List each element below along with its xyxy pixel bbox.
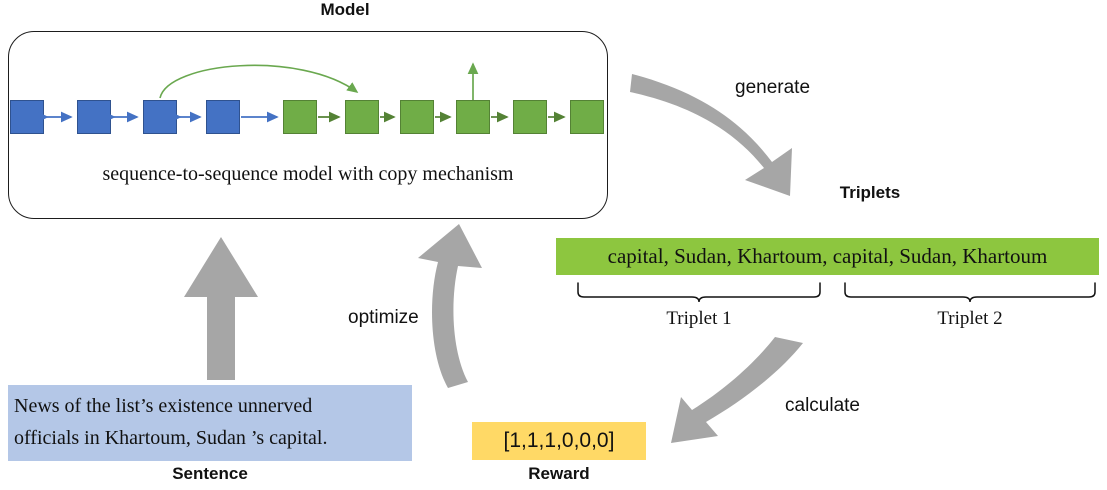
- triplets-bar: [556, 238, 1099, 275]
- encoder-cell-3: [143, 100, 177, 134]
- sentence-input-arrow-icon: [184, 237, 258, 380]
- decoder-cell-2: [345, 100, 379, 134]
- generate-label: generate: [735, 77, 811, 98]
- decoder-cell-5: [513, 100, 547, 134]
- sentence-line-2: officials in Khartoum, Sudan ’s capital.: [14, 427, 328, 449]
- sentence-text: News of the list’s existence unnerved of…: [14, 390, 408, 454]
- optimize-label: optimize: [348, 307, 419, 328]
- triplet-2-brace-icon: [844, 282, 1096, 303]
- triplets-title: Triplets: [839, 183, 901, 202]
- decoder-cell-6: [570, 100, 604, 134]
- sentence-line-1: News of the list’s existence unnerved: [14, 395, 313, 417]
- model-caption: sequence-to-sequence model with copy mec…: [102, 163, 514, 185]
- decoder-cell-3: [400, 100, 434, 134]
- sentence-box: [8, 385, 412, 461]
- encoder-cell-2: [77, 100, 111, 134]
- calculate-arrow-icon: [671, 337, 803, 443]
- decoder-cell-1: [283, 100, 317, 134]
- decoder-cell-4: [456, 100, 490, 134]
- encoder-cell-1: [10, 100, 44, 134]
- reward-box: [472, 422, 646, 460]
- triplet-2-label: Triplet 2: [937, 308, 1003, 329]
- calculate-label: calculate: [785, 395, 860, 416]
- triplets-text: capital, Sudan, Khartoum, capital, Sudan…: [607, 244, 1048, 268]
- reward-title: Reward: [528, 464, 590, 483]
- triplet-1-brace-icon: [577, 282, 821, 303]
- reward-value: [1,1,1,0,0,0]: [503, 429, 615, 452]
- sentence-title: Sentence: [172, 464, 248, 483]
- optimize-arrow-icon: [418, 224, 482, 388]
- triplet-1-label: Triplet 1: [666, 308, 732, 329]
- model-title: Model: [320, 0, 370, 19]
- encoder-cell-4: [206, 100, 240, 134]
